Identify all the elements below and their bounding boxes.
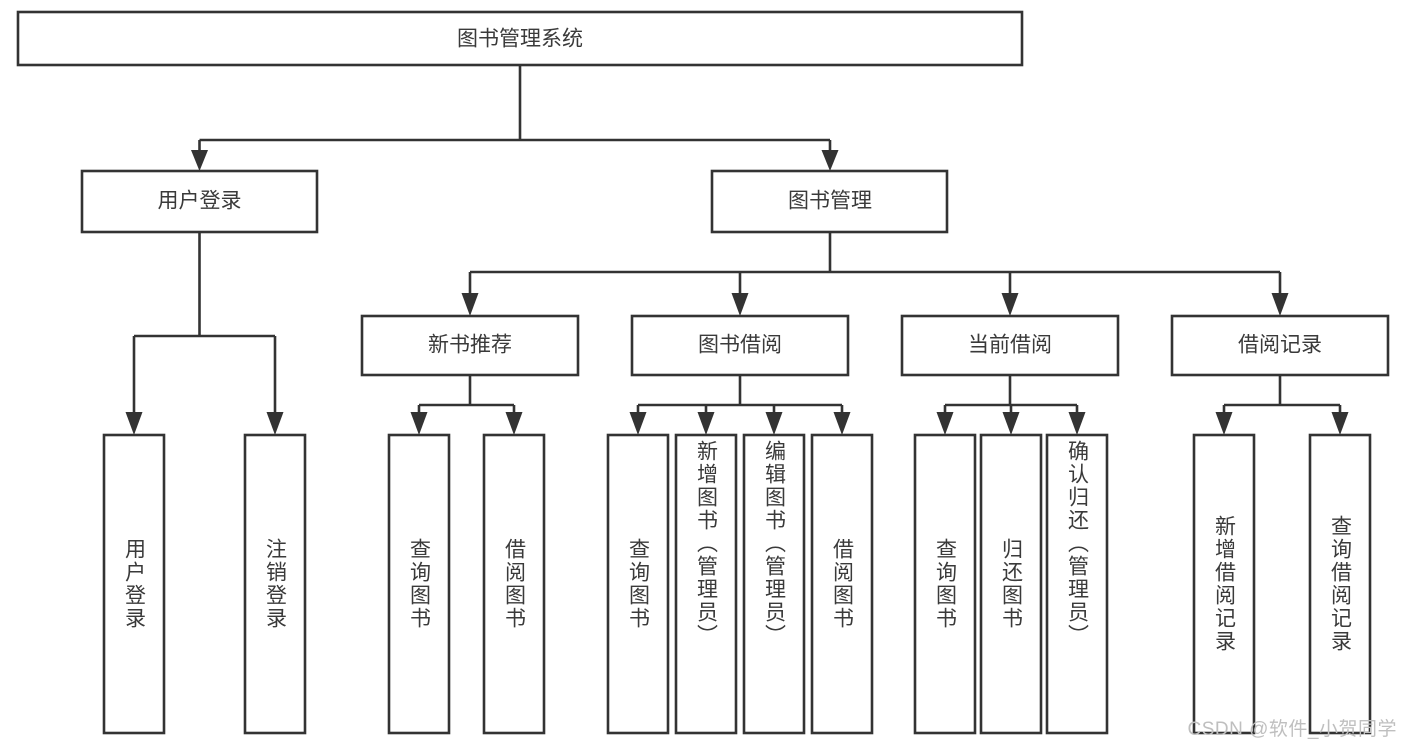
connector-group-borrow-record xyxy=(1215,375,1349,435)
arrow-head-leaf-query-borrow-record xyxy=(1331,412,1349,435)
node-leaf-query-book-cur-rect[interactable] xyxy=(913,433,977,735)
connector-group-current-borrow xyxy=(936,375,1086,435)
arrow-head-leaf-add-book-admin xyxy=(697,412,715,435)
connector-group-new-book-recommend xyxy=(410,375,523,435)
node-leaf-query-book-rec-rect[interactable] xyxy=(387,433,451,735)
arrow-head-leaf-query-book-rec xyxy=(410,412,428,435)
node-new-book-recommend[interactable]: 新书推荐 xyxy=(360,314,580,377)
node-book-borrow-label: 图书借阅 xyxy=(698,334,782,357)
arrow-head-book-manage xyxy=(821,150,839,171)
node-leaf-query-book-borrow-rect[interactable] xyxy=(606,433,670,735)
csdn-watermark: CSDN @软件_小贺同学 xyxy=(1187,719,1397,740)
node-user-login[interactable]: 用户登录 xyxy=(80,169,319,234)
node-root-rect[interactable] xyxy=(16,10,1024,67)
node-borrow-record[interactable]: 借阅记录 xyxy=(1170,314,1390,377)
node-user-login-label: 用户登录 xyxy=(158,190,242,213)
node-book-manage[interactable]: 图书管理 xyxy=(710,169,949,234)
node-current-borrow-rect[interactable] xyxy=(900,314,1120,377)
arrow-head-user-login xyxy=(191,150,208,171)
node-leaf-query-borrow-record-rect[interactable] xyxy=(1308,433,1372,735)
connector-group-root xyxy=(191,65,839,171)
arrow-head-leaf-query-book-cur xyxy=(936,412,954,435)
connector-group-book-borrow xyxy=(629,375,851,435)
node-book-borrow[interactable]: 图书借阅 xyxy=(630,314,850,377)
node-new-book-recommend-rect[interactable] xyxy=(360,314,580,377)
node-current-borrow-label: 当前借阅 xyxy=(968,334,1052,357)
node-leaf-borrow-book-rect[interactable] xyxy=(810,433,874,735)
arrow-head-leaf-add-borrow-record xyxy=(1215,412,1233,435)
node-new-book-recommend-label: 新书推荐 xyxy=(428,334,512,357)
arrow-head-leaf-user-login xyxy=(125,412,143,435)
arrow-head-leaf-edit-book-admin xyxy=(765,412,783,435)
connector-group-book-manage xyxy=(461,232,1289,316)
node-leaf-edit-book-admin-rect[interactable] xyxy=(742,433,806,735)
arrow-head-leaf-query-book-borrow xyxy=(629,412,647,435)
arrow-head-leaf-user-logout xyxy=(266,412,284,435)
connector-group-user-login xyxy=(125,232,284,435)
arrow-head-leaf-return-book xyxy=(1002,412,1020,435)
node-leaf-user-login-rect[interactable] xyxy=(102,433,166,735)
arrow-head-leaf-borrow-book xyxy=(833,412,851,435)
node-current-borrow[interactable]: 当前借阅 xyxy=(900,314,1120,377)
node-leaf-confirm-return-admin-rect[interactable] xyxy=(1045,433,1109,735)
arrow-head-book-borrow xyxy=(731,293,749,316)
leaf-boxes xyxy=(102,433,1372,735)
node-book-manage-rect[interactable] xyxy=(710,169,949,234)
node-borrow-record-rect[interactable] xyxy=(1170,314,1390,377)
node-leaf-return-book-rect[interactable] xyxy=(979,433,1043,735)
node-leaf-add-borrow-record-rect[interactable] xyxy=(1192,433,1256,735)
node-book-borrow-rect[interactable] xyxy=(630,314,850,377)
node-root-label: 图书管理系统 xyxy=(457,28,583,51)
node-book-manage-label: 图书管理 xyxy=(788,190,872,213)
node-user-login-rect[interactable] xyxy=(80,169,319,234)
node-leaf-add-book-admin-rect[interactable] xyxy=(674,433,738,735)
node-root[interactable]: 图书管理系统 xyxy=(16,10,1024,67)
arrow-head-current-borrow xyxy=(1001,293,1019,316)
arrow-head-leaf-borrow-book-rec xyxy=(505,412,523,435)
node-borrow-record-label: 借阅记录 xyxy=(1238,334,1322,357)
arrow-head-new-book-recommend xyxy=(461,293,479,316)
node-leaf-user-logout-rect[interactable] xyxy=(243,433,307,735)
arrow-head-leaf-confirm-return-admin xyxy=(1068,412,1086,435)
arrow-head-borrow-record xyxy=(1271,293,1289,316)
node-leaf-borrow-book-rec-rect[interactable] xyxy=(482,433,546,735)
